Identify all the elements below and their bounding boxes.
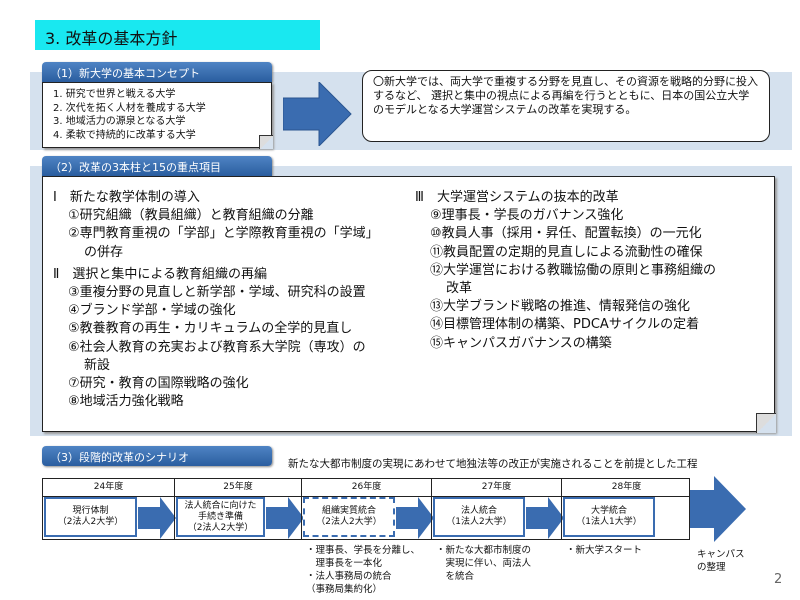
year-column: 27年度法人統合 （1法人2大学） <box>431 479 564 539</box>
priority-item: の併存 <box>84 244 124 260</box>
concept-item: 2. 次代を拓く人材を養成する大学 <box>53 102 206 114</box>
stage-box: 現行体制 （2法人2大学） <box>44 497 137 537</box>
year-label: 28年度 <box>562 479 691 497</box>
timeline: 24年度現行体制 （2法人2大学）25年度法人統合に向けた 手続き準備 （2法人… <box>42 478 691 540</box>
priority-item: ⑭目標管理体制の構築、PDCAサイクルの定着 <box>430 317 700 333</box>
year-label: 26年度 <box>302 479 431 497</box>
priority-item: ⑤教養教育の再生・カリキュラムの全学的見直し <box>68 321 353 337</box>
year-column: 24年度現行体制 （2法人2大学） <box>43 479 176 539</box>
stage-note: ・理事長、学長を分離し、 理事長を一本化 ・法人事務局の統合 （事務局集約化） <box>306 545 421 595</box>
pillars-left: Ⅰ 新たな教学体制の導入 ①研究組織（教員組織）と教育組織の分離 ②専門教育重視の「… <box>53 189 413 411</box>
priority-item: ⑨理事長・学長のガバナンス強化 <box>430 208 624 224</box>
stage-arrow-icon <box>526 497 564 539</box>
priority-item: ③重複分野の見直しと新学部・学域、研究科の設置 <box>68 285 366 301</box>
priority-item: ②専門教育重視の「学部」と学際教育重視の「学域」 <box>68 226 379 242</box>
stage-box: 法人統合 （1法人2大学） <box>433 497 525 537</box>
stage-arrow-icon <box>138 497 176 539</box>
priority-item: ⑫大学運営における教職協働の原則と事務組織の <box>430 262 717 278</box>
priority-item: ④ブランド学部・学域の強化 <box>68 303 236 319</box>
stage-box: 大学統合 （1法人1大学） <box>563 497 655 537</box>
folded-corner <box>259 135 273 149</box>
concept-item: 4. 柔軟で持続的に改革する大学 <box>53 129 196 141</box>
section1-header: （1）新大学の基本コンセプト <box>42 62 272 82</box>
year-label: 27年度 <box>432 479 561 497</box>
year-column: 26年度組織実質統合 （2法人2大学） <box>301 479 434 539</box>
priority-item: 改革 <box>446 281 473 297</box>
year-column: 28年度大学統合 （1法人1大学） <box>561 479 691 539</box>
year-label: 24年度 <box>43 479 174 497</box>
concept-list: 1. 研究で世界と戦える大学 2. 次代を拓く人材を養成する大学 3. 地域活力の源… <box>42 82 273 149</box>
priority-items-box: Ⅰ 新たな教学体制の導入 ①研究組織（教員組織）と教育組織の分離 ②専門教育重視の「… <box>42 176 776 433</box>
pillars-right: Ⅲ 大学運営システムの抜本的改革 ⑨理事長・学長のガバナンス強化 ⑩教員人事（採用・… <box>415 189 775 353</box>
concept-item: 3. 地域活力の源泉となる大学 <box>53 116 186 127</box>
section3-header: （3）段階的改革のシナリオ <box>42 446 272 466</box>
pillar-heading: Ⅱ 選択と集中による教育組織の再編 <box>53 266 268 282</box>
year-label: 25年度 <box>175 479 301 497</box>
campus-consolidation: キャンパス の整理 <box>697 549 745 573</box>
right-arrow-icon <box>283 82 352 146</box>
folded-corner <box>756 413 776 433</box>
stage-arrow-icon <box>396 497 434 539</box>
section2-header: （2）改革の3本柱と15の重点項目 <box>42 156 272 176</box>
stage-box: 組織実質統合 （2法人2大学） <box>303 497 395 537</box>
pillar-heading: Ⅰ 新たな教学体制の導入 <box>53 190 200 205</box>
priority-item: ⑪教員配置の定期的見直しによる流動性の確保 <box>430 244 703 260</box>
priority-item: ⑧地域活力強化戦略 <box>68 394 184 410</box>
concept-item: 1. 研究で世界と戦える大学 <box>53 89 176 100</box>
priority-item: ⑮キャンパスガバナンスの構築 <box>430 335 612 351</box>
page-number: 2 <box>774 572 783 587</box>
page-title: 3. 改革の基本方針 <box>35 20 320 50</box>
campus-arrow-icon <box>690 476 746 542</box>
priority-item: ⑥社会人教育の充実および教育系大学院（専攻）の <box>68 339 366 355</box>
priority-item: ①研究組織（教員組織）と教育組織の分離 <box>68 208 314 224</box>
scenario-note: 新たな大都市制度の実現にあわせて地独法等の改正が実施されることを前提とした工程 <box>288 458 698 470</box>
stage-note: ・新たな大都市制度の 実現に伴い、両法人 を統合 <box>436 545 532 582</box>
priority-item: 新設 <box>84 357 111 373</box>
priority-item: ⑦研究・教育の国際戦略の強化 <box>68 376 249 392</box>
stage-arrow-icon <box>266 497 304 539</box>
policy-box: 〇新大学では、両大学で重複する分野を見直し、その資源を戦略的分野に投入するなど、… <box>362 70 770 142</box>
stage-box: 法人統合に向けた 手続き準備 （2法人2大学） <box>176 497 265 537</box>
stage-note: ・新大学スタート <box>566 545 643 556</box>
priority-item: ⑩教員人事（採用・昇任、配置転換）の一元化 <box>430 226 702 242</box>
priority-item: ⑬大学ブランド戦略の推進、情報発信の強化 <box>430 299 691 315</box>
year-column: 25年度法人統合に向けた 手続き準備 （2法人2大学） <box>174 479 304 539</box>
pillar-heading: Ⅲ 大学運営システムの抜本的改革 <box>415 190 619 205</box>
